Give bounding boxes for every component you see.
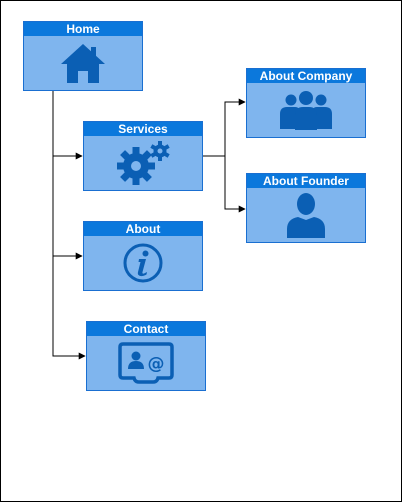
edge-services-about-company (203, 98, 246, 157)
node-about-company[interactable]: About Company (246, 68, 366, 138)
contact-card-icon: @ (87, 336, 205, 390)
node-home-label: Home (24, 22, 142, 36)
node-about-company-label: About Company (247, 69, 365, 83)
node-about-label: About (84, 222, 202, 236)
node-about-founder[interactable]: About Founder (246, 173, 366, 243)
edge-home-services (52, 91, 83, 160)
edge-home-about (52, 156, 83, 260)
info-icon (84, 236, 202, 290)
node-services-label: Services (84, 122, 202, 136)
node-services[interactable]: Services (83, 121, 203, 191)
group-icon (247, 83, 365, 137)
node-home[interactable]: Home (23, 21, 143, 91)
edge-home-contact (52, 256, 86, 360)
person-icon (247, 188, 365, 242)
node-contact[interactable]: Contact @ (86, 321, 206, 391)
node-contact-label: Contact (87, 322, 205, 336)
house-icon (24, 36, 142, 90)
svg-text:@: @ (148, 354, 165, 374)
node-about[interactable]: About (83, 221, 203, 291)
gears-icon (84, 136, 202, 190)
node-about-founder-label: About Founder (247, 174, 365, 188)
edge-services-about-founder (224, 156, 246, 213)
